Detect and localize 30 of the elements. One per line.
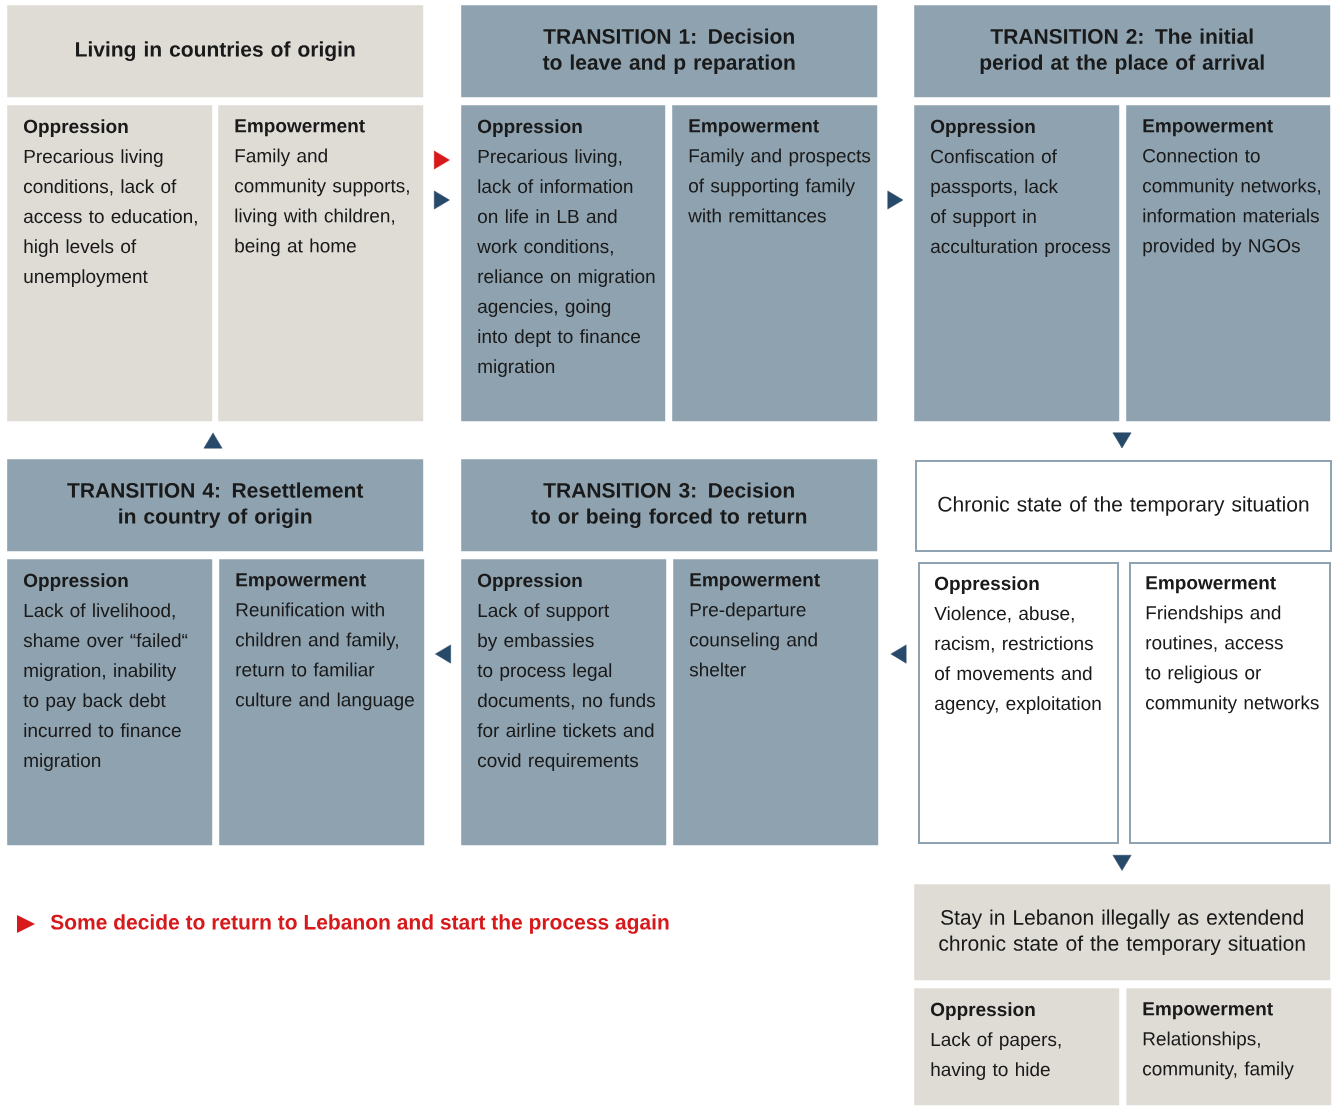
text-panel: Oppression Violence, abuse, racism, restrictions of movements and agency, exploitation: [918, 562, 1119, 844]
header-band: Chronic state of the temporary situation: [915, 460, 1332, 552]
text-panel: Oppression Precarious living conditions, lack of access to education, high levels of unemployment: [7, 105, 213, 422]
arrow: [433, 190, 450, 210]
arrow: [1112, 432, 1132, 449]
arrow: [203, 432, 223, 449]
arrow: [1112, 854, 1132, 871]
text-panel: Empowerment Pre-departure counseling and shelter: [673, 559, 879, 846]
header-band: TRANSITION 2: The initial period at the place of arrival: [914, 5, 1331, 98]
arrow: [435, 644, 452, 664]
text-panel: Empowerment Family and prospects of supporting family with remittances: [672, 105, 878, 422]
arrow: [890, 644, 907, 664]
text-panel: Empowerment Friendships and routines, access to religious or community networks: [1129, 562, 1331, 844]
header-band: TRANSITION 4: Resettlement in country of origin: [7, 459, 424, 552]
header-band: Stay in Lebanon illegally as extendend chronic state of the temporary situation: [914, 884, 1331, 981]
text-panel: Oppression Precarious living, lack of information on life in LB and work conditions, reliance on migration agencies, going into dept to finance migration: [461, 105, 666, 422]
text-panel: Oppression Lack of papers, having to hide: [914, 988, 1120, 1106]
text-panel: Oppression Lack of livelihood, shame over “failed“ migration, inability to pay back debt incurred to finance migration: [7, 559, 213, 846]
arrow: [887, 190, 904, 210]
header-band: Living in countries of origin: [7, 5, 424, 98]
text-panel: Empowerment Reunification with children and family, return to familiar culture and language: [219, 559, 425, 846]
header-band: TRANSITION 1: Decision to leave and p reparation: [461, 5, 878, 98]
text-panel: Empowerment Relationships, community, family: [1126, 988, 1332, 1106]
arrow: [433, 150, 450, 170]
header-band: TRANSITION 3: Decision to or being forced to return: [461, 459, 878, 552]
text-panel: Oppression Confiscation of passports, lack of support in acculturation process: [914, 105, 1120, 422]
legend-text: Some decide to return to Lebanon and start the process again: [50, 914, 669, 934]
text-panel: Empowerment Connection to community networks, information materials provided by NGOs: [1126, 105, 1331, 422]
text-panel: Empowerment Family and community supports, living with children, being at home: [218, 105, 424, 422]
text-panel: Oppression Lack of support by embassies to process legal documents, no funds for airline tickets and covid requirements: [461, 559, 667, 846]
